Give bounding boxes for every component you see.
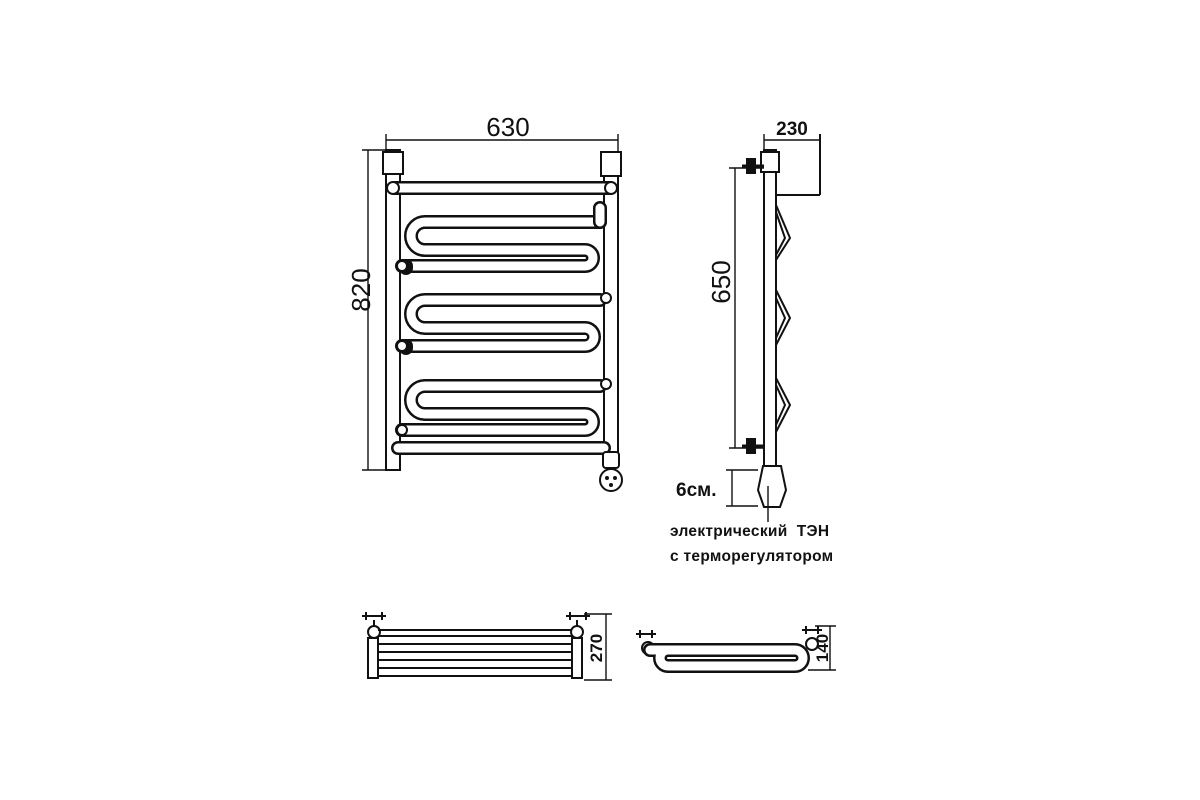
side-serpentine-3: [775, 377, 792, 433]
height-dimension-label: 820: [346, 268, 376, 311]
top-right-joint: [604, 181, 618, 195]
side-serpentine-2: [775, 289, 792, 346]
serpentine-section-1: [395, 215, 607, 273]
right-flange-icon: [566, 612, 590, 620]
top-left-depth-label: 270: [587, 634, 606, 662]
front-view: 630 820: [346, 112, 623, 492]
side-serpentine-1: [775, 204, 792, 261]
top-left-joint: [386, 181, 400, 195]
left-top-fitting: [382, 151, 404, 175]
side-depth-label: 230: [776, 119, 808, 140]
left-collector-pipe: [385, 149, 401, 471]
center-distance-label: 650: [706, 260, 736, 303]
right-top-fitting: [600, 151, 622, 177]
heater-element-icon: [756, 465, 788, 508]
top-view-right: 140: [636, 625, 836, 673]
heater-cap: [602, 451, 620, 469]
top-right-depth-label: 140: [813, 634, 832, 662]
serpentine-section-3: [395, 379, 607, 437]
left-valve-icon: [636, 630, 656, 638]
side-view: 230 650 6см. электрический ТЭ: [670, 119, 833, 565]
heater-note-line-2: с терморегулятором: [670, 548, 833, 565]
serpentine-section-2: [395, 293, 607, 353]
width-dimension-label: 630: [486, 112, 529, 142]
side-collector-pipe: [763, 149, 777, 469]
left-flange-icon: [362, 612, 386, 620]
right-valve-icon: [802, 626, 822, 634]
heater-note-line-1: электрический ТЭН: [670, 523, 829, 540]
offset-label: 6см.: [676, 480, 716, 501]
top-view-left: 270: [362, 612, 612, 681]
heater-plug-icon: [599, 468, 623, 492]
